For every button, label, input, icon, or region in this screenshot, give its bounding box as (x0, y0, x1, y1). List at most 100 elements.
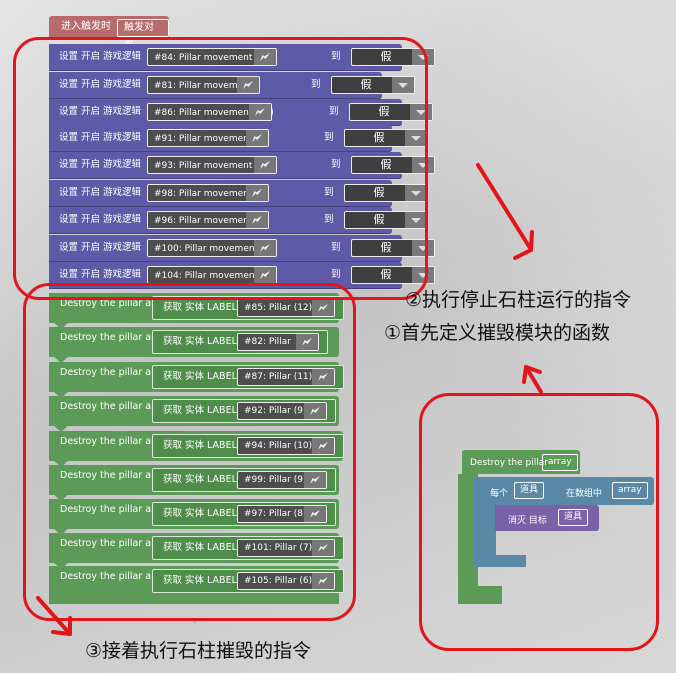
get-entity-param[interactable]: 获取 实体 LABEL#87: Pillar (11) (152, 365, 344, 389)
arrow-to-step2 (476, 163, 532, 250)
eyedropper-icon[interactable] (312, 300, 334, 316)
get-entity-param[interactable]: 获取 实体 LABEL#92: Pillar (9) (152, 399, 336, 423)
entity-object-name: #105: Pillar (6) (244, 576, 313, 586)
dropdown-arrow-icon[interactable] (405, 185, 427, 201)
eyedropper-icon[interactable] (304, 472, 326, 488)
get-entity-param[interactable]: 获取 实体 LABEL#97: Pillar (8) (152, 502, 336, 526)
eyedropper-icon[interactable] (254, 49, 276, 65)
set-block-label: 设置 开启 游戏逻辑 (59, 132, 142, 143)
logic-object-name: #86: Pillar movement (11) (154, 108, 274, 118)
dropdown-arrow-icon[interactable] (412, 240, 434, 256)
eyedropper-icon[interactable] (254, 157, 276, 173)
eyedropper-icon[interactable] (254, 240, 276, 256)
entity-object-field[interactable]: #87: Pillar (11) (237, 368, 335, 386)
entity-object-field[interactable]: #105: Pillar (6) (237, 572, 335, 590)
boolean-dropdown[interactable]: 假 (344, 211, 428, 229)
function-body-rail (458, 474, 478, 604)
eyedropper-icon[interactable] (254, 267, 276, 283)
to-label: 到 (324, 132, 334, 143)
eyedropper-icon[interactable] (249, 104, 271, 120)
boolean-value: 假 (380, 268, 392, 281)
logic-object-field[interactable]: #93: Pillar movement (10) (147, 156, 277, 174)
set-game-logic-block[interactable]: 设置 开启 游戏逻辑#98: Pillar movement (9)到假 (49, 180, 428, 206)
eyedropper-icon[interactable] (312, 540, 334, 556)
boolean-value: 假 (373, 186, 385, 199)
boolean-dropdown[interactable]: 假 (344, 129, 428, 147)
dropdown-arrow-icon[interactable] (412, 157, 434, 173)
for-each-label: 每个 (490, 489, 509, 499)
get-entity-param[interactable]: 获取 实体 LABEL#99: Pillar (9) (152, 468, 336, 492)
boolean-dropdown[interactable]: 假 (349, 103, 433, 121)
eyedropper-icon[interactable] (237, 77, 259, 93)
boolean-dropdown[interactable]: 假 (351, 156, 435, 174)
logic-object-name: #93: Pillar movement (10) (154, 161, 274, 171)
destroy-call-label: Destroy the pillar array (60, 367, 171, 378)
logic-object-field[interactable]: #86: Pillar movement (11) (147, 103, 274, 121)
eyedropper-icon[interactable] (312, 438, 334, 454)
destroy-call-label: Destroy the pillar array (60, 401, 171, 412)
entity-object-field[interactable]: #92: Pillar (9) (237, 402, 327, 420)
eyedropper-icon[interactable] (246, 130, 268, 146)
get-entity-param[interactable]: 获取 实体 LABEL#101: Pillar (7) (152, 536, 344, 560)
logic-object-field[interactable]: #98: Pillar movement (9) (147, 184, 269, 202)
block-connector (53, 322, 69, 329)
eyedropper-icon[interactable] (304, 506, 326, 522)
eyedropper-icon[interactable] (304, 403, 326, 419)
logic-object-field[interactable]: #84: Pillar movement (12) (147, 48, 277, 66)
entity-object-field[interactable]: #101: Pillar (7) (237, 539, 335, 557)
entity-object-field[interactable]: #97: Pillar (8) (237, 505, 327, 523)
eyedropper-icon[interactable] (312, 369, 334, 385)
get-entity-param[interactable]: 获取 实体 LABEL#82: Pillar (152, 330, 328, 354)
loop-array-param[interactable]: array (612, 482, 648, 499)
set-game-logic-block[interactable]: 设置 开启 游戏逻辑#86: Pillar movement (11)到假 (49, 99, 433, 125)
entity-object-field[interactable]: #99: Pillar (9) (237, 471, 327, 489)
trigger-event-block[interactable]: 进入触发时 触发对象 (49, 16, 169, 49)
event-trigger-slot[interactable]: 触发对象 (117, 19, 169, 49)
dropdown-arrow-icon[interactable] (405, 130, 427, 146)
dropdown-arrow-icon[interactable] (405, 212, 427, 228)
boolean-dropdown[interactable]: 假 (331, 76, 415, 94)
logic-object-field[interactable]: #100: Pillar movement (7) (147, 239, 277, 257)
logic-object-field[interactable]: #81: Pillar movement (147, 76, 260, 94)
event-prefix: 进入触发时 (61, 21, 111, 32)
destroy-target-label: 消灭 目标 (508, 516, 547, 526)
eyedropper-icon[interactable] (312, 573, 334, 589)
destroy-call-label: Destroy the pillar array (60, 504, 171, 515)
boolean-dropdown[interactable]: 假 (344, 184, 428, 202)
logic-object-name: #98: Pillar movement (9) (154, 189, 268, 199)
boolean-dropdown[interactable]: 假 (351, 239, 435, 257)
loop-item-variable[interactable]: 道具 (514, 482, 545, 499)
logic-object-name: #104: Pillar movement (6) (154, 271, 274, 281)
destroy-target-item[interactable]: 道具 (558, 509, 589, 526)
block-connector (53, 460, 69, 467)
get-entity-param[interactable]: 获取 实体 LABEL#105: Pillar (6) (152, 569, 344, 593)
entity-object-field[interactable]: #82: Pillar (237, 333, 319, 351)
set-game-logic-block[interactable]: 设置 开启 游戏逻辑#100: Pillar movement (7)到假 (49, 235, 435, 261)
eyedropper-icon[interactable] (296, 334, 318, 350)
get-entity-param[interactable]: 获取 实体 LABEL#94: Pillar (10) (152, 434, 344, 458)
dropdown-arrow-icon[interactable] (392, 77, 414, 93)
eyedropper-icon[interactable] (246, 185, 268, 201)
logic-object-field[interactable]: #91: Pillar movement (9) (147, 129, 269, 147)
function-param-array[interactable]: array (542, 454, 578, 471)
entity-object-field[interactable]: #85: Pillar (12) (237, 299, 335, 317)
entity-object-field[interactable]: #94: Pillar (10) (237, 437, 335, 455)
eyedropper-icon[interactable] (246, 212, 268, 228)
logic-object-field[interactable]: #96: Pillar movement (8) (147, 211, 269, 229)
set-game-logic-block[interactable]: 设置 开启 游戏逻辑 #91: Pillar movement (9) 到假 (49, 125, 428, 151)
for-each-loop-block[interactable] (474, 477, 654, 505)
to-label: 到 (324, 214, 334, 225)
destroy-call-label: Destroy the pillar array (60, 436, 171, 447)
set-game-logic-block[interactable]: 设置 开启 游戏逻辑#84: Pillar movement (12)到假 (49, 44, 435, 70)
set-game-logic-block[interactable]: 设置 开启 游戏逻辑#96: Pillar movement (8)到假 (49, 207, 428, 233)
set-game-logic-block[interactable]: 设置 开启 游戏逻辑#93: Pillar movement (10)到假 (49, 152, 435, 178)
